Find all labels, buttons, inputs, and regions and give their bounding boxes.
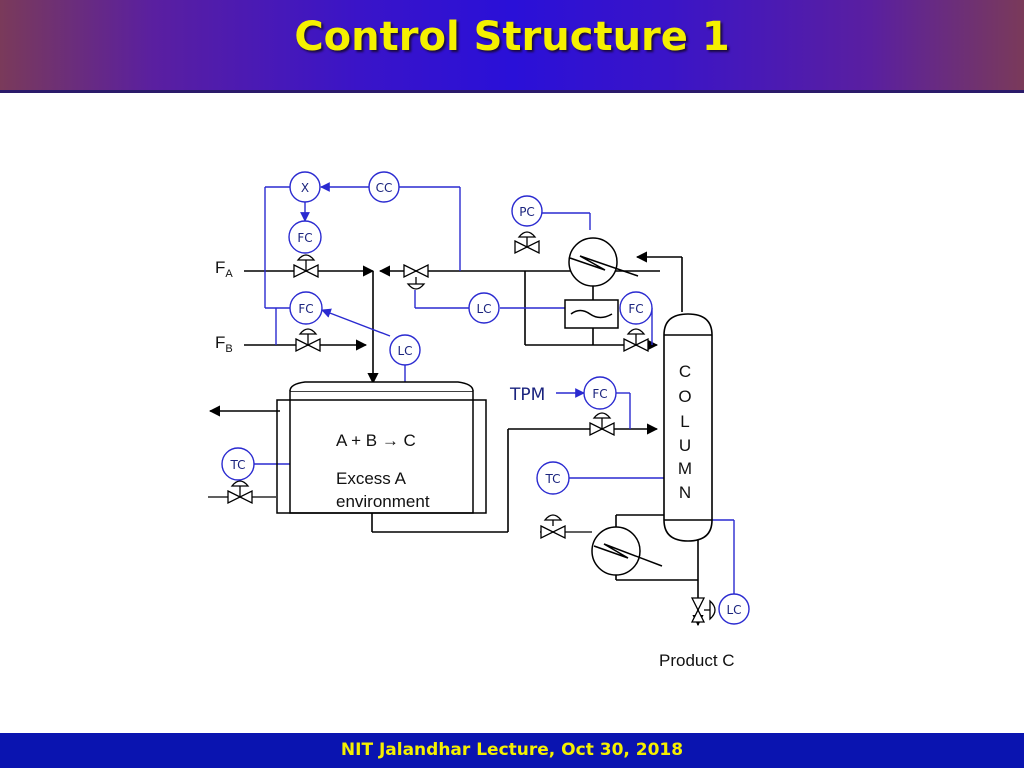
ratio-multiplier-x [289,171,321,203]
valve-reboiler [540,514,592,540]
cc-label: CC [376,181,393,195]
condenser [568,237,639,287]
pc-label: PC [519,205,535,219]
composition-controller-cc [368,171,400,203]
valve-tpm [589,412,615,437]
pressure-controller [511,195,543,227]
footer-bar: NIT Jalandhar Lecture, Oct 30, 2018 [0,733,1024,768]
feed-a-label: FA [215,258,233,280]
reaction-label: A + B → C [336,431,416,450]
column-letter: U [679,436,691,455]
column-letter: O [678,387,691,406]
fc-reflux-label: FC [628,302,643,316]
tc-reactor-label: TC [229,458,245,472]
x-label: X [301,181,309,195]
fc-tpm-label: FC [592,387,607,401]
column-letter: M [678,459,692,478]
temperature-controller-column [536,461,570,495]
fc-a-label: FC [297,231,312,245]
valve-recycle [403,263,429,290]
flow-controller-fa [288,220,322,254]
valve-reflux [623,328,649,353]
distillation-column [663,313,713,542]
valve-fa [293,254,319,279]
flow-controller-fb [289,291,323,325]
valve-bottoms [690,597,716,623]
column-label: C O L U M N [678,362,692,502]
flow-controller-tpm [583,376,617,410]
column-letter: N [679,483,691,502]
reactor [276,381,487,514]
flow-controller-reflux [619,291,653,325]
tpm-label: TPM [509,385,545,405]
column-letter: C [679,362,691,381]
excess-label-line1: Excess A [336,469,407,488]
valve-pc [514,231,540,255]
reflux-drum [564,299,619,329]
fc-b-label: FC [298,302,313,316]
reboiler [591,526,663,576]
level-controller-drum [468,292,500,324]
temperature-controller-reactor [221,447,255,481]
level-controller-bottoms [718,593,750,625]
excess-label-line2: environment [336,492,430,511]
tc-column-label: TC [544,472,560,486]
slide-title: Control Structure 1 [294,14,730,60]
valve-reactor-cooling [208,480,276,505]
lc-drum-label: LC [476,302,491,316]
footer-text: NIT Jalandhar Lecture, Oct 30, 2018 [340,740,684,760]
column-letter: L [680,412,689,431]
product-label: Product C [659,651,735,670]
lc-reactor-label: LC [397,344,412,358]
feed-b-label: FB [215,333,233,355]
title-bar: Control Structure 1 [0,0,1024,93]
level-controller-reactor [389,334,421,366]
signal-lines [254,182,735,594]
lc-bottoms-label: LC [726,603,741,617]
valve-fb [295,328,321,353]
